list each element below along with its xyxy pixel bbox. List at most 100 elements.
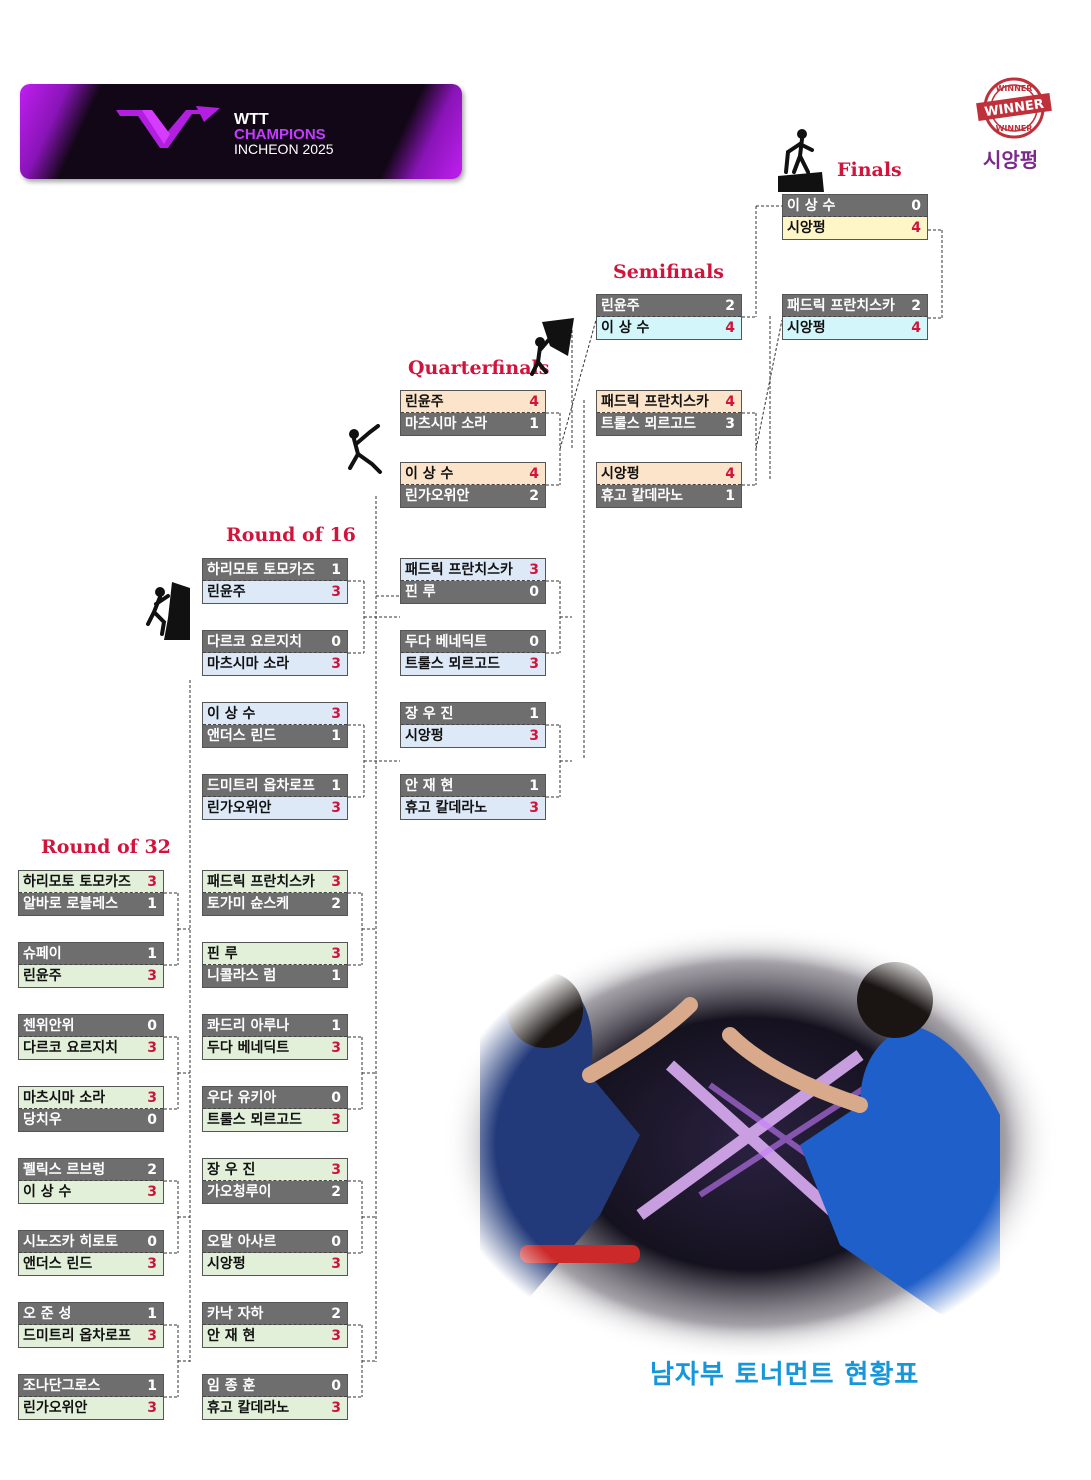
player-name: 패드릭 프란치스카 — [405, 562, 513, 578]
player-score: 3 — [331, 1256, 341, 1272]
player-score: 3 — [331, 1328, 341, 1344]
player-row: 두다 베네딕트 0 — [401, 631, 545, 653]
player-score: 0 — [529, 584, 539, 600]
player-name: 린가오위안 — [405, 488, 470, 504]
round-label-r16: Round of 16 — [226, 524, 356, 546]
climber-icon — [530, 318, 574, 376]
climber-icon — [146, 582, 190, 640]
bracket-title: 남자부 토너먼트 현황표 — [650, 1360, 920, 1390]
player-score: 3 — [529, 656, 539, 672]
player-score: 4 — [529, 466, 539, 482]
player-name: 이 상 수 — [405, 466, 454, 482]
player-score: 0 — [529, 634, 539, 650]
player-name: 앤더스 린드 — [207, 728, 277, 744]
banner-text: WTT CHAMPIONS INCHEON 2025 — [234, 112, 334, 157]
player-name: 앤더스 린드 — [23, 1256, 93, 1272]
player-score: 4 — [911, 220, 921, 236]
player-name: 펠릭스 르브렁 — [23, 1162, 106, 1178]
player-name: 휴고 칼데라노 — [207, 1400, 290, 1416]
player-score: 3 — [331, 1400, 341, 1416]
player-name: 토가미 슌스케 — [207, 896, 290, 912]
player-score: 3 — [331, 584, 341, 600]
player-score: 3 — [331, 656, 341, 672]
player-name: 장 우 진 — [207, 1162, 256, 1178]
player-score: 4 — [529, 394, 539, 410]
player-name: 오말 아사르 — [207, 1234, 277, 1250]
player-name: 가오청루이 — [207, 1184, 272, 1200]
player-name: 패드릭 프란치스카 — [787, 298, 895, 314]
player-score: 1 — [331, 1018, 341, 1034]
player-row: 이 상 수 4 — [401, 463, 545, 485]
player-name: 두다 베네딕트 — [405, 634, 488, 650]
player-score: 1 — [331, 968, 341, 984]
player-name: 시노즈카 히로토 — [23, 1234, 119, 1250]
player-score: 0 — [147, 1112, 157, 1128]
player-score: 4 — [725, 320, 735, 336]
player-name: 당치우 — [23, 1112, 62, 1128]
player-score: 2 — [911, 298, 921, 314]
player-name: 마츠시마 소라 — [23, 1090, 106, 1106]
climber-icon — [778, 129, 824, 192]
player-score: 3 — [529, 728, 539, 744]
players-photo — [440, 915, 1060, 1355]
player-name: 린윤주 — [601, 298, 640, 314]
player-name: 시앙펑 — [787, 320, 826, 336]
player-name: 린윤주 — [207, 584, 246, 600]
player-score: 1 — [331, 562, 341, 578]
stamp-top-text: WINNER — [996, 84, 1033, 93]
player-name: 패드릭 프란치스카 — [601, 394, 709, 410]
player-name: 마츠시마 소라 — [405, 416, 488, 432]
player-name: 임 종 훈 — [207, 1378, 256, 1394]
player-name: 트룰스 뫼르고드 — [405, 656, 501, 672]
player-name: 우다 유키아 — [207, 1090, 277, 1106]
player-name: 오 준 성 — [23, 1306, 72, 1322]
player-name: 하리모토 토모카즈 — [207, 562, 315, 578]
player-score: 4 — [725, 466, 735, 482]
player-score: 2 — [725, 298, 735, 314]
player-name: 핀 루 — [405, 584, 436, 600]
player-score: 0 — [147, 1234, 157, 1250]
player-row: 트룰스 뫼르고드 3 — [401, 653, 545, 675]
player-row: 당치우 0 — [19, 1109, 163, 1131]
player-name: 휴고 칼데라노 — [601, 488, 684, 504]
connector-line — [559, 319, 597, 450]
player-name: 린가오위안 — [207, 800, 272, 816]
